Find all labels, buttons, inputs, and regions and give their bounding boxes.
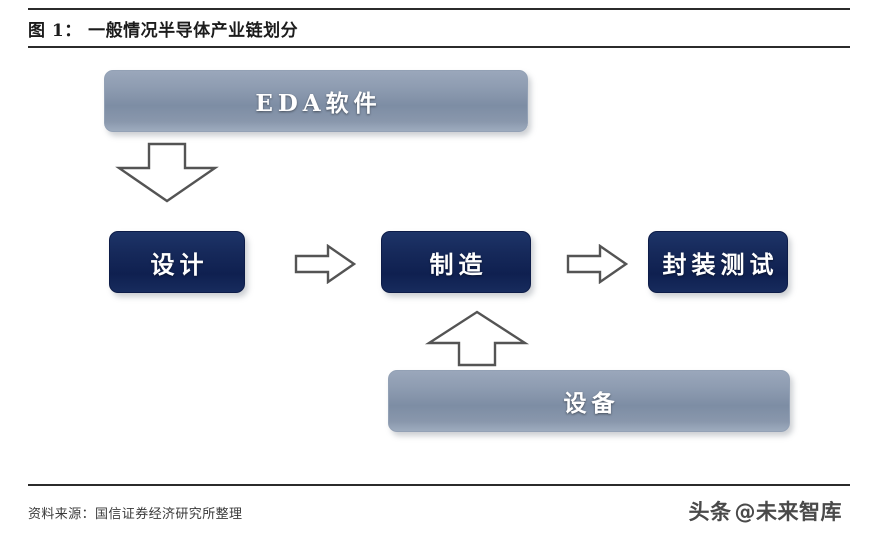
diagram-node-manufacturing[interactable]: 制造 [381,231,531,293]
diagram-node-label: 封装测试 [662,249,779,279]
watermark: 头条 @未来智库 [689,490,851,526]
value-chain-diagram: EDA软件 设计 制造 封装测试 设备 [0,48,878,468]
diagram-node-equipment[interactable]: 设备 [388,370,790,432]
arrow-right-icon [294,244,356,284]
figure-footer: 资料来源：国信证券经济研究所整理 头条 @未来智库 [28,484,850,530]
diagram-node-label: 设计 [150,249,209,279]
diagram-node-design[interactable]: 设计 [109,231,245,293]
diagram-node-eda-software[interactable]: EDA软件 [104,70,528,132]
figure-header: 图 1： 一般情况半导体产业链划分 [28,8,850,48]
diagram-node-label: 设备 [563,390,620,417]
page-title: 图 1： 一般情况半导体产业链划分 [28,20,299,41]
watermark-handle: @未来智库 [734,500,842,524]
arrow-right-icon [566,244,628,284]
diagram-node-packaging-testing[interactable]: 封装测试 [648,231,788,293]
arrow-up-icon [424,310,530,368]
arrow-down-icon [114,142,220,204]
diagram-node-label: 制造 [429,249,488,279]
watermark-platform: 头条 [688,500,732,524]
diagram-node-label: EDA软件 [255,90,382,117]
source-note: 资料来源：国信证券经济研究所整理 [28,506,243,522]
